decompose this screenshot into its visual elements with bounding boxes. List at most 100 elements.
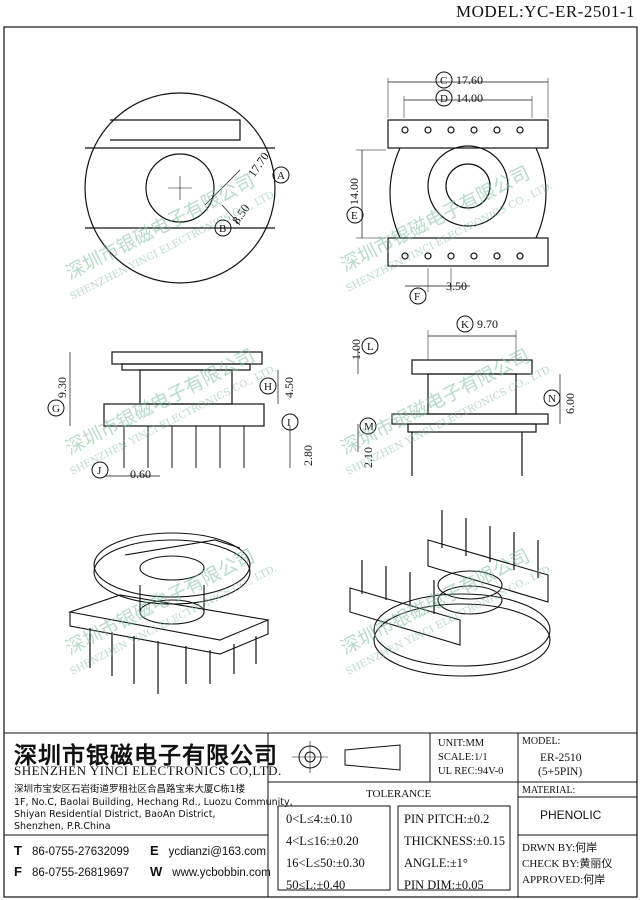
model-value: ER-2510 xyxy=(540,752,582,764)
contact-tel: T 86-0755-27632099 xyxy=(14,843,129,858)
tolerance-title: TOLERANCE xyxy=(366,788,432,800)
iso-view-right xyxy=(349,510,551,677)
label-j: J xyxy=(97,465,102,477)
label-k: K xyxy=(461,319,469,331)
pin-tolerance-row-4: PIN DIM:±0.05 xyxy=(404,878,484,892)
watermark-cn-6: 深圳市银磁电子有限公司 xyxy=(337,545,533,659)
email-label: E xyxy=(150,843,159,858)
watermark-cn-1: 深圳市银磁电子有限公司 xyxy=(62,170,258,284)
drawn-label: DRWN BY: xyxy=(522,842,576,854)
tolerance-row-1: 0<L≤4:±0.10 xyxy=(286,812,353,826)
iso-view-left xyxy=(67,532,270,694)
label-i: I xyxy=(287,417,291,429)
tel-label: T xyxy=(14,843,22,858)
label-d: D xyxy=(440,93,448,105)
label-b: B xyxy=(219,223,226,235)
watermark-cn-5: 深圳市银磁电子有限公司 xyxy=(62,545,258,659)
watermark-cn-4: 深圳市银磁电子有限公司 xyxy=(337,345,533,459)
dim-h-value: 4.50 xyxy=(282,377,296,398)
tel-value: 86-0755-27632099 xyxy=(31,846,130,858)
pin-tolerance-row-2: THICKNESS:±0.15 xyxy=(404,834,505,848)
label-m-circle xyxy=(359,417,377,435)
title-block-grid xyxy=(4,732,637,897)
pin-tolerance-row-3: ANGLE:±1° xyxy=(404,856,468,870)
label-m: M xyxy=(364,421,374,433)
label-f: F xyxy=(414,291,420,303)
company-name-cn: 深圳市银磁电子有限公司 xyxy=(14,742,278,769)
label-c: C xyxy=(440,75,447,87)
address-cn: 深圳市宝安区石岩街道罗租社区合昌路宝来大厦C栋1楼 xyxy=(14,784,246,795)
fax-label: F xyxy=(14,864,22,879)
tolerance-general: 0<L≤4:±0.10 4<L≤16:±0.20 16<L≤50:±0.30 5… xyxy=(286,808,365,896)
label-l: L xyxy=(367,341,374,353)
label-j-circle xyxy=(91,461,109,479)
side-view-left xyxy=(69,351,291,477)
email-value: ycdianzi@163.com xyxy=(168,846,267,858)
watermark-cn-2: 深圳市银磁电子有限公司 xyxy=(337,162,533,276)
contact-fax: F 86-0755-26819697 xyxy=(14,864,129,879)
fax-value: 86-0755-26819697 xyxy=(31,867,130,879)
tolerance-row-3: 16<L≤50:±0.30 xyxy=(286,856,365,870)
pin-tolerance-row-1: PIN PITCH:±0.2 xyxy=(404,812,490,826)
address-en-2: Shiyan Residential District, BaoAn Distr… xyxy=(14,809,216,820)
dim-n-value: 6.00 xyxy=(563,393,577,414)
approved-label: APPROVED: xyxy=(522,874,584,886)
label-c-circle xyxy=(435,71,453,89)
dim-d-value: 14.00 xyxy=(456,91,483,105)
label-g-circle xyxy=(47,399,65,417)
dim-k-value: 9.70 xyxy=(477,317,498,331)
tolerance-row-2: 4<L≤16:±0.20 xyxy=(286,834,359,848)
side-view-right xyxy=(357,330,561,476)
dim-pin-length: 2.80 xyxy=(301,445,315,466)
label-h-circle xyxy=(259,377,277,395)
label-k-circle xyxy=(456,315,474,333)
tolerance-row-4: 50≤L:±0.40 xyxy=(286,878,346,892)
label-n: N xyxy=(548,393,556,405)
dim-c-value: 17.60 xyxy=(456,73,483,87)
label-d-circle xyxy=(435,89,453,107)
approved-by: APPROVED:何岸 xyxy=(522,873,606,887)
projection-symbol xyxy=(292,741,401,773)
label-e: E xyxy=(351,210,358,222)
label-e-circle xyxy=(346,206,364,224)
check-by: CHECK BY:黄丽仪 xyxy=(522,858,612,871)
watermark-cn-3: 深圳市银磁电子有限公司 xyxy=(62,345,258,459)
model-title: MODEL:YC-ER-2501-1 xyxy=(456,2,635,21)
web-value: www.ycbobbin.com xyxy=(172,867,271,879)
spec-unit: UNIT:MM xyxy=(438,738,485,749)
label-b-circle xyxy=(214,219,232,237)
label-a-circle xyxy=(272,166,290,184)
approved-value: 何岸 xyxy=(583,873,606,886)
label-i-circle xyxy=(281,413,299,431)
drawn-by: DRWN BY:何岸 xyxy=(522,841,598,855)
dim-m-value: 2.10 xyxy=(361,447,375,468)
model-pins: (5+5PIN) xyxy=(538,766,583,778)
company-name-en: SHENZHEN YINCI ELECTRONICS CO,LTD. xyxy=(14,763,282,778)
material-label: MATERIAL: xyxy=(522,785,576,796)
label-a: A xyxy=(277,170,285,182)
material-value: PHENOLIC xyxy=(540,808,602,822)
web-label: W xyxy=(150,864,163,879)
drawn-value: 何岸 xyxy=(575,841,598,854)
dim-e-value: 14.00 xyxy=(347,178,361,205)
label-g: G xyxy=(52,403,60,415)
frame-border xyxy=(3,26,638,898)
label-n-circle xyxy=(543,389,561,407)
dim-j-value: 0.60 xyxy=(130,467,151,481)
front-view xyxy=(356,78,549,292)
address-en-1: 1F, No.C, Baolai Building, Hechang Rd., … xyxy=(14,797,293,808)
spec-ul: UL REC:94V-0 xyxy=(438,766,504,777)
address-en-3: Shenzhen, P.R.China xyxy=(14,821,111,832)
model-label: MODEL: xyxy=(522,736,561,747)
check-label: CHECK BY: xyxy=(522,858,580,870)
tolerance-pin: PIN PITCH:±0.2 THICKNESS:±0.15 ANGLE:±1°… xyxy=(404,808,505,896)
dim-f-value: 3.50 xyxy=(446,279,467,293)
spec-scale: SCALE:1/1 xyxy=(438,752,488,763)
label-f-circle xyxy=(409,287,427,305)
top-view xyxy=(84,92,276,284)
dim-l-value: 1.00 xyxy=(349,339,363,360)
label-l-circle xyxy=(361,337,379,355)
